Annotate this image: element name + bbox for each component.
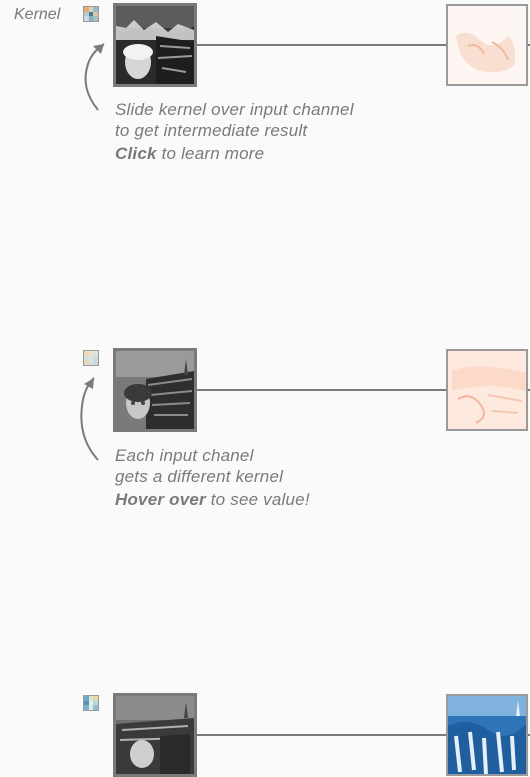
kernel-icon[interactable] — [83, 6, 99, 22]
curved-arrow-icon — [74, 372, 104, 464]
kernel-cell[interactable] — [88, 355, 94, 361]
curved-arrow-icon — [80, 38, 110, 113]
kernel-cell[interactable] — [84, 355, 89, 361]
kernel-cell[interactable] — [88, 351, 94, 356]
kernel-icon[interactable] — [83, 695, 99, 711]
connector-line — [528, 389, 530, 391]
kernel-label: Kernel — [14, 6, 61, 23]
kernel-cell[interactable] — [88, 7, 94, 12]
kernel-cell[interactable] — [93, 705, 98, 710]
kernel-cell[interactable] — [84, 11, 89, 17]
annotation-1: Slide kernel over input channel to get i… — [115, 99, 354, 164]
kernel-cell[interactable] — [88, 696, 94, 701]
kernel-cell[interactable] — [88, 700, 94, 706]
input-channel-3[interactable] — [113, 693, 197, 777]
connector-line — [197, 734, 446, 736]
annotation-line: to get intermediate result — [115, 121, 308, 140]
kernel-cell[interactable] — [93, 7, 98, 12]
kernel-cell[interactable] — [93, 16, 98, 21]
kernel-cell[interactable] — [88, 16, 94, 21]
connector-line — [528, 44, 530, 46]
kernel-cell[interactable] — [93, 351, 98, 356]
kernel-cell[interactable] — [84, 696, 89, 701]
kernel-cell[interactable] — [84, 351, 89, 356]
kernel-cell[interactable] — [84, 360, 89, 365]
connector-line — [197, 44, 446, 46]
learn-more-link[interactable]: Click to learn more — [115, 144, 265, 163]
kernel-cell[interactable] — [93, 11, 98, 17]
kernel-cell[interactable] — [88, 360, 94, 365]
hover-hint[interactable]: Hover over to see value! — [115, 490, 310, 509]
annotation-line: gets a different kernel — [115, 467, 284, 486]
kernel-cell[interactable] — [93, 696, 98, 701]
kernel-cell[interactable] — [88, 11, 94, 17]
kernel-cell[interactable] — [93, 355, 98, 361]
input-channel-2[interactable] — [113, 348, 197, 432]
kernel-cell[interactable] — [84, 16, 89, 21]
intermediate-result-1[interactable] — [446, 4, 528, 86]
kernel-icon[interactable] — [83, 350, 99, 366]
connector-line — [197, 389, 446, 391]
annotation-2: Each input chanel gets a different kerne… — [115, 445, 310, 510]
connector-line — [528, 734, 530, 736]
intermediate-result-3[interactable] — [446, 694, 528, 776]
kernel-cell[interactable] — [88, 705, 94, 710]
kernel-cell[interactable] — [93, 360, 98, 365]
annotation-line: Slide kernel over input channel — [115, 100, 354, 119]
kernel-cell[interactable] — [84, 700, 89, 706]
kernel-cell[interactable] — [93, 700, 98, 706]
kernel-cell[interactable] — [84, 705, 89, 710]
intermediate-result-2[interactable] — [446, 349, 528, 431]
annotation-line: Each input chanel — [115, 446, 254, 465]
input-channel-1[interactable] — [113, 3, 197, 87]
kernel-cell[interactable] — [84, 7, 89, 12]
